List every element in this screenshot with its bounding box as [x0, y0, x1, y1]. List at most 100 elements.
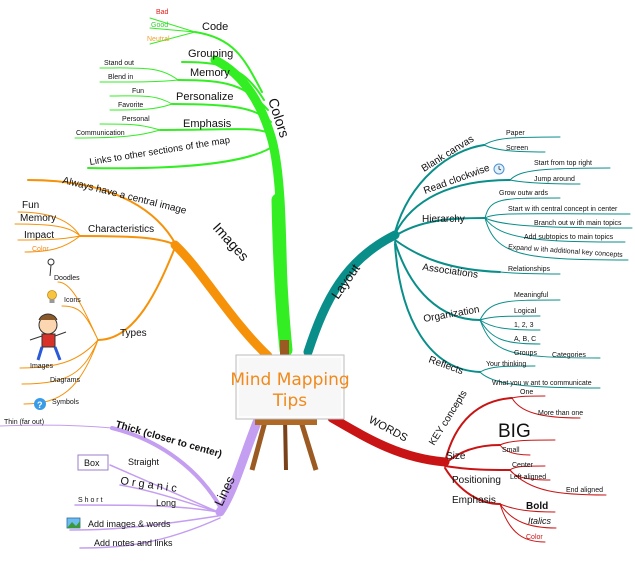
center-title-line1[interactable]: Mind Mapping — [230, 370, 349, 390]
positioning-item-center[interactable]: Center — [512, 462, 534, 469]
words-branch — [327, 395, 607, 543]
thick-line — [110, 426, 224, 512]
characteristics-label[interactable]: Characteristics — [88, 224, 154, 235]
char-item-impact[interactable]: Impact — [24, 230, 54, 241]
emphasis-bold[interactable]: Bold — [526, 501, 548, 512]
organization-item-abc[interactable]: A, B, C — [514, 336, 536, 343]
blank-item-paper[interactable]: Paper — [506, 130, 525, 137]
char-item-color[interactable]: Color — [32, 246, 49, 253]
emphasis-italics[interactable]: Italics — [528, 516, 552, 526]
associations-line — [394, 239, 501, 273]
layout-label[interactable]: Layout — [328, 261, 363, 302]
memory-label[interactable]: Memory — [190, 67, 230, 79]
box-label[interactable]: Box — [84, 458, 100, 468]
read-item-start[interactable]: Start from top right — [534, 160, 592, 167]
code-item-bad[interactable]: Bad — [156, 9, 169, 16]
associations-sub-line — [499, 271, 561, 275]
organization-item-groups[interactable]: Groups — [514, 350, 537, 357]
key-concepts-line — [444, 397, 513, 463]
personalize-item-favorite[interactable]: Favorite — [118, 102, 143, 109]
positioning-item-end[interactable]: End aligned — [566, 487, 603, 494]
add-images-line — [69, 515, 219, 531]
organic-label[interactable]: O r g a n i c — [120, 475, 178, 495]
key-item-more[interactable]: More than one — [538, 410, 583, 417]
personalize-label[interactable]: Personalize — [176, 91, 233, 103]
thin-label[interactable]: Thin (far out) — [4, 419, 44, 426]
read-clockwise-line — [394, 179, 511, 235]
lines-branch — [0, 405, 267, 549]
organization-label[interactable]: Organization — [423, 304, 481, 325]
key-sub-lines — [511, 395, 581, 419]
grouping-label[interactable]: Grouping — [188, 48, 233, 60]
code-item-good[interactable]: Good — [151, 22, 168, 29]
colors-main-line-tail — [271, 193, 293, 357]
emphasis-words-sub-lines — [499, 503, 557, 543]
reflects-line — [394, 243, 481, 373]
add-images-label[interactable]: Add images & words — [88, 519, 171, 529]
emphasis-sub-line — [74, 123, 161, 139]
layout-branch — [303, 136, 633, 389]
blank-sub-lines — [483, 136, 561, 153]
associations-item-relationships[interactable]: Relationships — [508, 266, 551, 273]
reflects-label[interactable]: Reflects — [427, 354, 465, 377]
personalize-item-fun[interactable]: Fun — [132, 88, 144, 95]
read-item-jump[interactable]: Jump around — [534, 176, 575, 183]
personalize-sub-line — [109, 95, 173, 111]
char-item-fun[interactable]: Fun — [22, 200, 39, 211]
size-small[interactable]: Small — [502, 447, 520, 454]
size-label[interactable]: Size — [446, 451, 466, 462]
memory-line — [177, 79, 269, 111]
reflects-sub-lines — [479, 365, 601, 389]
hierarchy-item-start[interactable]: Start w ith central concept in center — [508, 206, 618, 213]
hierarchy-item-grow[interactable]: Grow outw ards — [499, 190, 549, 197]
associations-label[interactable]: Associations — [422, 262, 479, 281]
code-label[interactable]: Code — [202, 21, 228, 33]
char-item-memory[interactable]: Memory — [20, 213, 56, 224]
long-label[interactable]: Long — [156, 498, 176, 508]
types-label[interactable]: Types — [120, 328, 147, 339]
blank-item-screen[interactable]: Screen — [506, 145, 528, 152]
types-item-symbols[interactable]: Symbols — [52, 399, 79, 406]
types-item-icons[interactable]: Icons — [64, 297, 81, 304]
organization-categories[interactable]: Categories — [552, 352, 586, 359]
central-image-label[interactable]: Always have a central image — [61, 175, 188, 217]
emphasis-item-personal[interactable]: Personal — [122, 116, 150, 123]
hierarchy-item-add[interactable]: Add subtopics to main topics — [524, 234, 614, 241]
emphasis-label[interactable]: Emphasis — [183, 118, 232, 130]
organization-item-logical[interactable]: Logical — [514, 308, 537, 315]
organization-line — [394, 241, 481, 321]
memory-item-blend-in[interactable]: Blend in — [108, 74, 133, 81]
memory-item-stand-out[interactable]: Stand out — [104, 60, 134, 67]
hierarchy-item-branch[interactable]: Branch out w ith main topics — [534, 220, 622, 227]
emphasis-item-communication[interactable]: Communication — [76, 130, 125, 137]
straight-label[interactable]: Straight — [128, 457, 160, 467]
center-title-line2[interactable]: Tips — [272, 391, 307, 411]
organization-item-123[interactable]: 1, 2, 3 — [514, 322, 534, 329]
key-concepts-label[interactable]: KEY concepts — [427, 389, 470, 448]
images-label[interactable]: Images — [210, 219, 253, 264]
emphasis-words-label[interactable]: Emphasis — [452, 495, 496, 506]
add-notes-label[interactable]: Add notes and links — [94, 538, 173, 548]
hierarchy-line — [394, 217, 486, 237]
types-item-doodles[interactable]: Doodles — [54, 275, 80, 282]
types-line — [97, 244, 177, 341]
code-sub-line — [149, 17, 196, 45]
reflects-item-thinking[interactable]: Your thinking — [486, 361, 526, 368]
types-item-images[interactable]: Images — [30, 363, 53, 370]
size-big[interactable]: BIG — [498, 421, 531, 442]
positioning-item-left[interactable]: Left aligned — [510, 474, 546, 481]
hierarchy-label[interactable]: Hierarchy — [422, 214, 465, 225]
blank-canvas-line — [394, 144, 485, 233]
characteristics-sub-lines — [14, 211, 81, 253]
blank-canvas-label[interactable]: Blank canvas — [420, 134, 476, 175]
key-item-one[interactable]: One — [520, 389, 533, 396]
code-line — [194, 31, 263, 93]
positioning-label[interactable]: Positioning — [452, 475, 501, 486]
code-item-neutral[interactable]: Neutral — [147, 36, 170, 43]
reflects-item-communicate[interactable]: What you w ant to communicate — [492, 380, 592, 387]
short-label[interactable]: S h o r t — [78, 497, 103, 504]
emphasis-color[interactable]: Color — [526, 534, 543, 541]
organization-item-meaningful[interactable]: Meaningful — [514, 292, 549, 299]
hierarchy-item-expand[interactable]: Expand w ith additional key concepts — [508, 244, 623, 259]
types-item-diagrams[interactable]: Diagrams — [50, 377, 80, 384]
